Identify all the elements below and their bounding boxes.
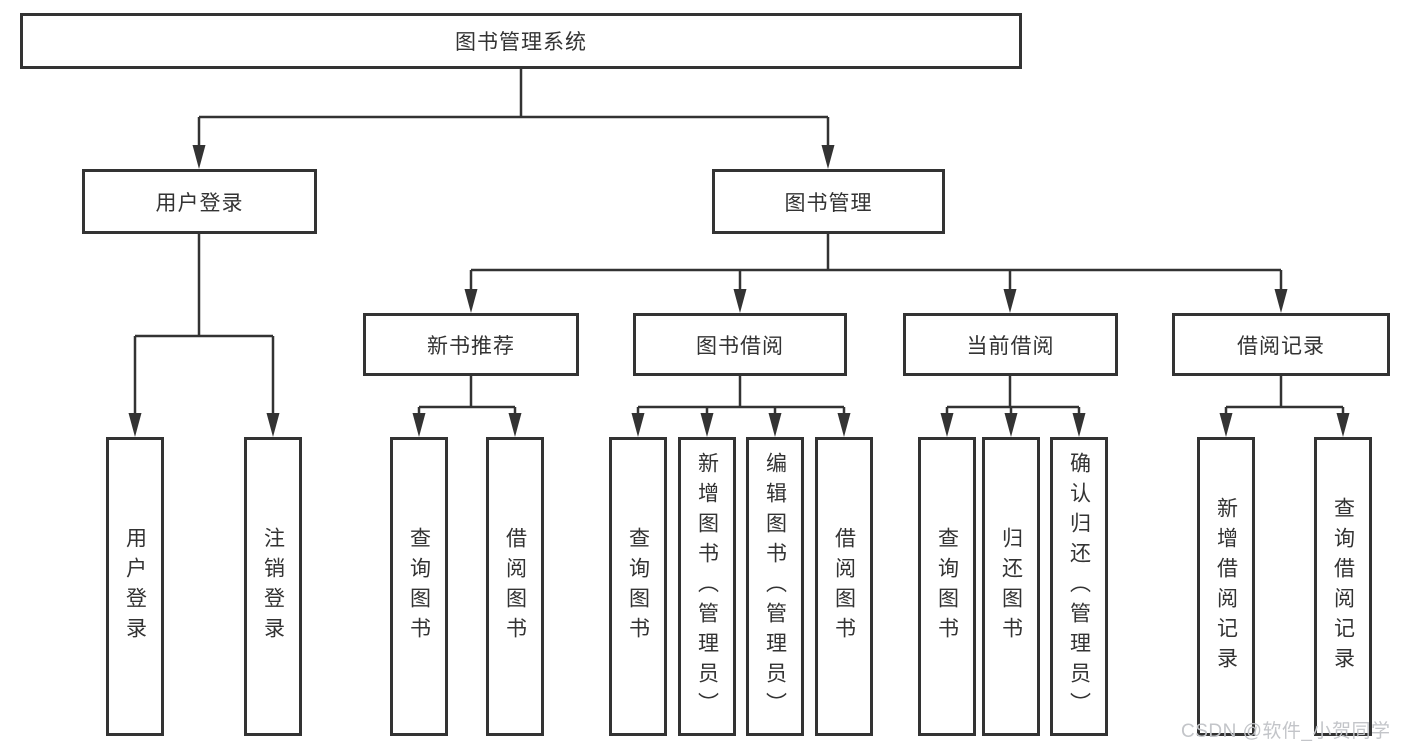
leaf-search-books-current: 查询图书: [918, 437, 976, 736]
leaf-logout: 注销登录: [244, 437, 302, 736]
leaf-label: 归还图书: [999, 526, 1023, 647]
leaf-borrow-books-recommendation: 借阅图书: [486, 437, 544, 736]
connector-new-book: [417, 376, 517, 415]
csdn-watermark: CSDN @软件_小贺同学: [1181, 721, 1391, 742]
leaf-search-books-recommendation: 查询图书: [390, 437, 448, 736]
leaf-label: 编辑图书（管理员）: [763, 451, 787, 722]
leaf-return-books: 归还图书: [982, 437, 1040, 736]
leaf-search-books-borrowing: 查询图书: [609, 437, 667, 736]
connector-book-borrowing: [636, 376, 846, 415]
arrowheads: [128, 145, 1350, 437]
leaf-label: 新增借阅记录: [1214, 496, 1238, 677]
leaf-borrow-books: 借阅图书: [815, 437, 873, 736]
leaf-add-borrow-record: 新增借阅记录: [1197, 437, 1255, 736]
leaf-search-borrow-record: 查询借阅记录: [1314, 437, 1372, 736]
connector-borrowing-records: [1224, 376, 1345, 415]
leaf-label: 确认归还（管理员）: [1067, 451, 1091, 722]
connector-root: [197, 69, 830, 147]
connector-user-login: [133, 234, 275, 415]
leaf-label: 借阅图书: [832, 526, 856, 647]
node-book-borrowing: 图书借阅: [633, 313, 847, 376]
node-current-borrowing: 当前借阅: [903, 313, 1118, 376]
node-user-login: 用户登录: [82, 169, 317, 234]
leaf-label: 用户登录: [123, 526, 147, 647]
leaf-label: 查询借阅记录: [1331, 496, 1355, 677]
leaf-label: 新增图书（管理员）: [695, 451, 719, 722]
node-book-management-system: 图书管理系统: [20, 13, 1022, 69]
leaf-edit-books-admin: 编辑图书（管理员）: [746, 437, 804, 736]
leaf-label: 查询图书: [407, 526, 431, 647]
leaf-user-login: 用户登录: [106, 437, 164, 736]
leaf-label: 借阅图书: [503, 526, 527, 647]
leaf-label: 查询图书: [626, 526, 650, 647]
leaf-label: 注销登录: [261, 526, 285, 647]
node-new-book-recommendation: 新书推荐: [363, 313, 579, 376]
leaf-confirm-return-admin: 确认归还（管理员）: [1050, 437, 1108, 736]
connector-current-borrowing: [945, 376, 1081, 415]
leaf-label: 查询图书: [935, 526, 959, 647]
leaf-add-books-admin: 新增图书（管理员）: [678, 437, 736, 736]
node-borrowing-records: 借阅记录: [1172, 313, 1390, 376]
node-book-management: 图书管理: [712, 169, 945, 234]
connector-book-management: [469, 234, 1283, 291]
